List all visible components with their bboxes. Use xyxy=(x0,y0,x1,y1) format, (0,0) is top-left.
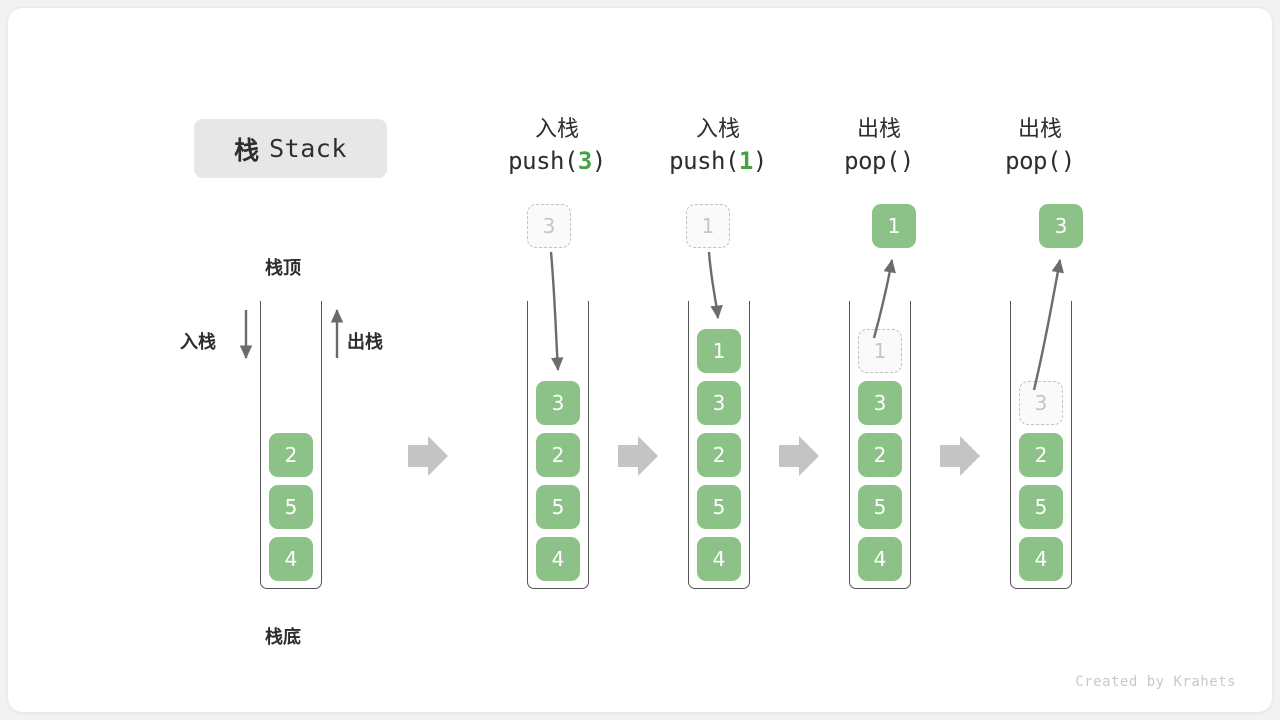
op-prefix: pop( xyxy=(844,147,900,175)
stack-container-pop-1 xyxy=(849,301,911,589)
stack-cell: 2 xyxy=(536,433,580,477)
credit-text: Created by Krahets xyxy=(1075,674,1236,690)
op-suffix: ) xyxy=(752,147,767,175)
stack-cell: 5 xyxy=(697,485,741,529)
op-prefix: push( xyxy=(508,147,578,175)
stack-container-pop-3 xyxy=(1010,301,1072,589)
stack-container-push-1 xyxy=(688,301,750,589)
column-header-push-3: 入栈 push(3) xyxy=(472,116,642,178)
step-separator-arrow xyxy=(408,436,448,476)
op-suffix: ) xyxy=(1060,147,1075,175)
popped-element: 3 xyxy=(1039,204,1083,248)
diagram-card: 栈 Stack 栈顶 栈底 入栈 出栈 入栈 push(3) 入栈 push(1… xyxy=(8,8,1272,712)
column-header-op: push(1) xyxy=(633,144,803,178)
stack-cell-removed: 3 xyxy=(1019,381,1063,425)
title-en: Stack xyxy=(269,134,347,163)
column-header-op: pop() xyxy=(794,144,964,178)
op-suffix: ) xyxy=(591,147,606,175)
op-suffix: ) xyxy=(899,147,914,175)
step-separator-arrow xyxy=(618,436,658,476)
push-side-label: 入栈 xyxy=(180,332,216,353)
arrow-layer xyxy=(239,251,1064,476)
stack-container-push-3 xyxy=(527,301,589,589)
stack-cell: 2 xyxy=(697,433,741,477)
stack-cell: 5 xyxy=(1019,485,1063,529)
stack-cell: 3 xyxy=(697,381,741,425)
op-argument: 3 xyxy=(577,147,592,175)
popped-element: 1 xyxy=(872,204,916,248)
column-header-pop-3: 出栈 pop() xyxy=(955,116,1125,178)
incoming-element: 1 xyxy=(686,204,730,248)
pop-side-label: 出栈 xyxy=(347,332,383,353)
stack-cell: 4 xyxy=(1019,537,1063,581)
stack-cell: 5 xyxy=(536,485,580,529)
stack-cell: 5 xyxy=(269,485,313,529)
column-header-cn: 入栈 xyxy=(695,117,740,142)
column-header-op: push(3) xyxy=(472,144,642,178)
column-header-cn: 出栈 xyxy=(1017,117,1062,142)
stack-top-label: 栈顶 xyxy=(265,258,301,279)
stack-cell: 5 xyxy=(858,485,902,529)
stack-cell: 4 xyxy=(536,537,580,581)
stack-cell: 3 xyxy=(536,381,580,425)
column-header-cn: 入栈 xyxy=(534,117,579,142)
step-separator-arrow xyxy=(940,436,980,476)
stack-cell-removed: 1 xyxy=(858,329,902,373)
stack-container-initial xyxy=(260,301,322,589)
stack-cell: 2 xyxy=(1019,433,1063,477)
stack-cell: 1 xyxy=(697,329,741,373)
incoming-element: 3 xyxy=(527,204,571,248)
column-header-pop-1: 出栈 pop() xyxy=(794,116,964,178)
stack-cell: 3 xyxy=(858,381,902,425)
column-header-cn: 出栈 xyxy=(856,117,901,142)
column-header-op: pop() xyxy=(955,144,1125,178)
op-prefix: pop( xyxy=(1005,147,1061,175)
op-argument: 1 xyxy=(738,147,753,175)
stack-cell: 4 xyxy=(858,537,902,581)
op-prefix: push( xyxy=(669,147,739,175)
stack-cell: 4 xyxy=(269,537,313,581)
column-header-push-1: 入栈 push(1) xyxy=(633,116,803,178)
stack-cell: 4 xyxy=(697,537,741,581)
stack-cell: 2 xyxy=(858,433,902,477)
step-separator-arrow xyxy=(779,436,819,476)
title-cn: 栈 xyxy=(234,135,261,165)
stack-cell: 2 xyxy=(269,433,313,477)
diagram-title: 栈 Stack xyxy=(194,119,387,178)
stack-bottom-label: 栈底 xyxy=(265,627,301,648)
